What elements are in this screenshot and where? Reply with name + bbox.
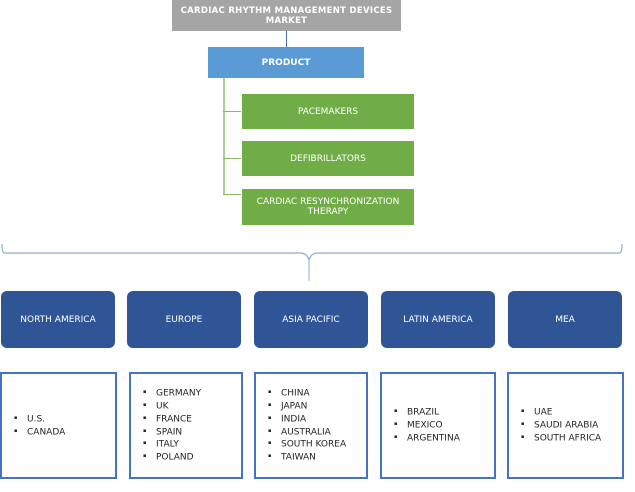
- segment-defibrillators: DEFIBRILLATORS: [241, 140, 415, 177]
- country-list: UAE SAUDI ARABIA SOUTH AFRICA: [521, 406, 601, 445]
- countries-latin-america: BRAZIL MEXICO ARGENTINA: [380, 372, 496, 479]
- country-list: CHINA JAPAN INDIA AUSTRALIA SOUTH KOREA …: [268, 387, 346, 465]
- segment-pacemakers: PACEMAKERS: [241, 93, 415, 130]
- country-item: U.S.: [14, 413, 65, 426]
- country-item: AUSTRALIA: [268, 426, 346, 439]
- country-item: TAIWAN: [268, 451, 346, 464]
- region-asia-pacific: ASIA PACIFIC: [254, 291, 368, 348]
- country-item: BRAZIL: [394, 406, 460, 419]
- country-list: BRAZIL MEXICO ARGENTINA: [394, 406, 460, 445]
- region-latin-america: LATIN AMERICA: [381, 291, 495, 348]
- countries-north-america: U.S. CANADA: [0, 372, 117, 479]
- region-mea: MEA: [508, 291, 622, 348]
- product-node: PRODUCT: [208, 47, 364, 78]
- country-item: INDIA: [268, 413, 346, 426]
- country-item: SOUTH AFRICA: [521, 432, 601, 445]
- country-item: ARGENTINA: [394, 432, 460, 445]
- branch-connector: [223, 158, 241, 159]
- country-item: POLAND: [143, 451, 201, 464]
- country-item: CHINA: [268, 387, 346, 400]
- country-item: UAE: [521, 406, 601, 419]
- title-connector: [286, 31, 287, 47]
- regions-brace: [1, 243, 623, 281]
- country-item: UK: [143, 400, 201, 413]
- country-item: CANADA: [14, 426, 65, 439]
- region-europe: EUROPE: [127, 291, 241, 348]
- branch-connector: [223, 111, 241, 112]
- country-item: FRANCE: [143, 413, 201, 426]
- country-list: U.S. CANADA: [14, 413, 65, 439]
- country-item: SOUTH KOREA: [268, 438, 346, 451]
- country-item: ITALY: [143, 438, 201, 451]
- country-item: JAPAN: [268, 400, 346, 413]
- countries-asia-pacific: CHINA JAPAN INDIA AUSTRALIA SOUTH KOREA …: [254, 372, 368, 479]
- country-item: MEXICO: [394, 419, 460, 432]
- branch-connector: [223, 194, 241, 195]
- segment-crt: CARDIAC RESYNCHRONIZATION THERAPY: [241, 188, 415, 226]
- country-item: SPAIN: [143, 426, 201, 439]
- country-item: GERMANY: [143, 387, 201, 400]
- country-item: SAUDI ARABIA: [521, 419, 601, 432]
- product-tree-connector: [223, 78, 225, 195]
- market-title: CARDIAC RHYTHM MANAGEMENT DEVICES MARKET: [172, 0, 401, 31]
- region-north-america: NORTH AMERICA: [1, 291, 115, 348]
- countries-europe: GERMANY UK FRANCE SPAIN ITALY POLAND: [129, 372, 243, 479]
- country-list: GERMANY UK FRANCE SPAIN ITALY POLAND: [143, 387, 201, 465]
- countries-mea: UAE SAUDI ARABIA SOUTH AFRICA: [507, 372, 624, 479]
